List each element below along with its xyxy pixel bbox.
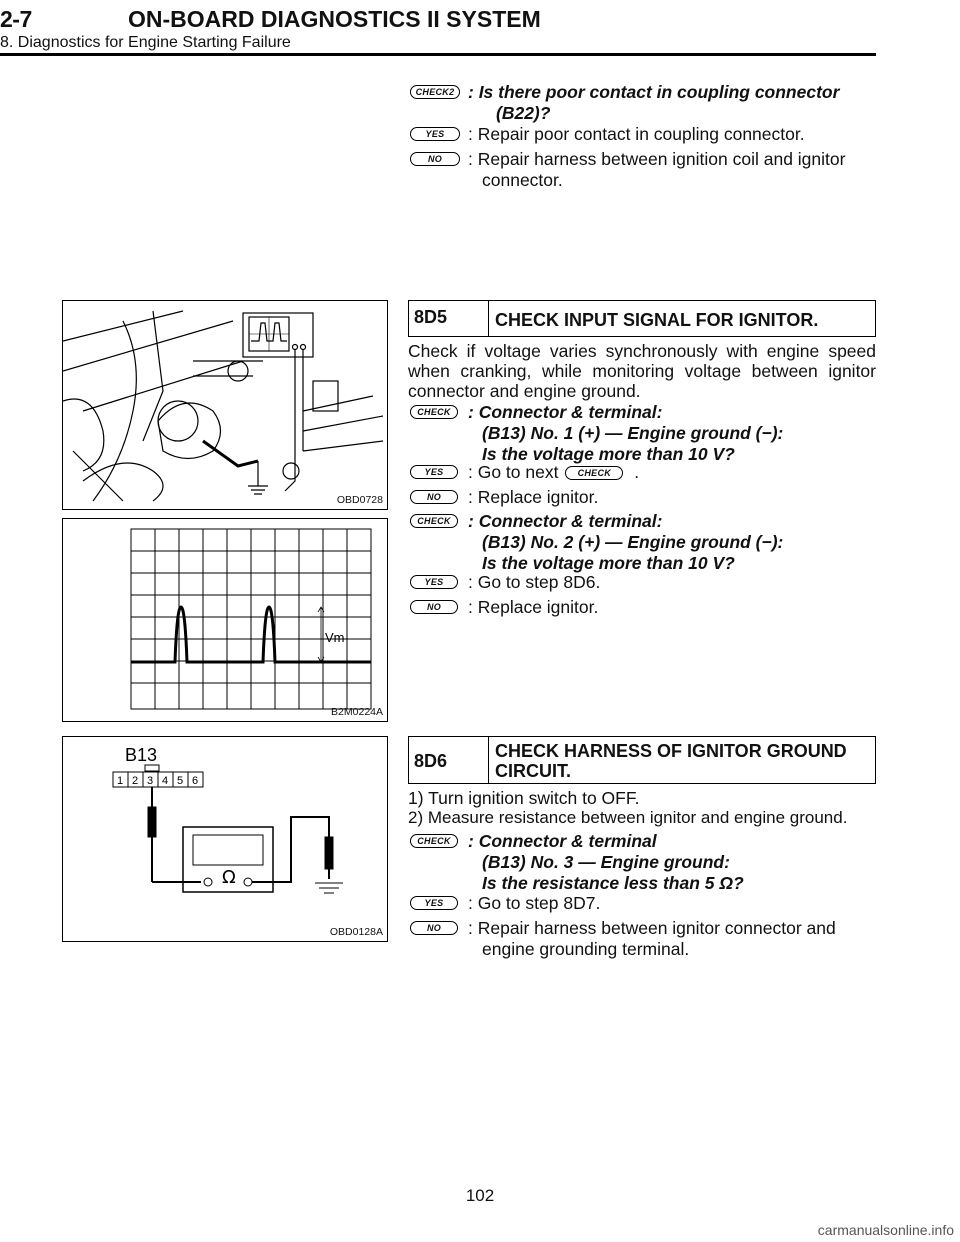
step-8d5-number: 8D5 bbox=[409, 301, 489, 336]
yes3-step-ref: 8D7 bbox=[563, 893, 596, 913]
waveform-vm-label: Vm bbox=[325, 630, 345, 645]
no-badge: NO bbox=[410, 921, 458, 935]
yes2-text: : Go to step 8D6. bbox=[468, 572, 880, 593]
check3-line1: : Connector & terminal bbox=[468, 831, 657, 851]
connector-ohmmeter-illustration: B13 1 2 3 4 5 6 Ω OBD0128A bbox=[62, 736, 388, 942]
step-8d5-no2: NO : Replace ignitor. bbox=[410, 597, 880, 619]
check2-question: : Is there poor contact in coupling conn… bbox=[468, 82, 880, 124]
step-8d6-check: CHECK : Connector & terminal (B13) No. 3… bbox=[410, 831, 880, 893]
step-8d6-number: 8D6 bbox=[409, 737, 489, 783]
check3-text: : Connector & terminal (B13) No. 3 — Eng… bbox=[468, 831, 880, 894]
check3-line2: (B13) No. 3 — Engine ground: bbox=[482, 852, 730, 872]
step-8d5-no1: NO : Replace ignitor. bbox=[410, 487, 880, 509]
no-badge: NO bbox=[410, 152, 460, 166]
connector-ohmmeter-drawing: B13 1 2 3 4 5 6 Ω bbox=[112, 745, 343, 894]
header-rule bbox=[0, 53, 876, 56]
yes-item: YES : Repair poor contact in coupling co… bbox=[410, 124, 880, 146]
yes2-step-ref: 8D6 bbox=[563, 572, 596, 592]
pin-3: 3 bbox=[147, 775, 153, 787]
step-8d5-yes1: YES : Go to next CHECK . bbox=[410, 462, 880, 484]
check1-line3: Is the voltage more than 10 V? bbox=[482, 444, 735, 464]
check2b-text: : Connector & terminal: (B13) No. 2 (+) … bbox=[468, 511, 880, 574]
check-badge: CHECK bbox=[410, 834, 458, 848]
check-badge: CHECK bbox=[410, 514, 458, 528]
figure3-caption: OBD0128A bbox=[329, 926, 383, 938]
section-number: 2-7 bbox=[0, 6, 32, 32]
step-8d5-header: 8D5 CHECK INPUT SIGNAL FOR IGNITOR. bbox=[408, 300, 876, 337]
page-subtitle: 8. Diagnostics for Engine Starting Failu… bbox=[0, 34, 291, 51]
no2-text: : Replace ignitor. bbox=[468, 597, 599, 617]
pin-2: 2 bbox=[132, 775, 138, 787]
check2b-line2: (B13) No. 2 (+) — Engine ground (−): bbox=[482, 532, 784, 552]
no-badge: NO bbox=[410, 490, 458, 504]
ohm-symbol: Ω bbox=[222, 867, 236, 888]
check2b-line1: : Connector & terminal: bbox=[468, 511, 663, 531]
connector-label: B13 bbox=[125, 745, 157, 765]
yes-answer: : Repair poor contact in coupling connec… bbox=[468, 124, 805, 144]
no-line2: connector. bbox=[482, 170, 563, 190]
yes3-text: : Go to step 8D7. bbox=[468, 893, 880, 914]
yes3-suffix: . bbox=[595, 893, 601, 913]
check-badge: CHECK bbox=[410, 405, 458, 419]
no3-line1: : Repair harness between ignitor connect… bbox=[468, 918, 836, 938]
no-line1: : Repair harness between ignition coil a… bbox=[468, 149, 846, 169]
step-8d6-item1: 1) Turn ignition switch to OFF. bbox=[408, 788, 640, 808]
engine-bay-drawing bbox=[63, 310, 384, 502]
yes1-prefix: : Go to next bbox=[468, 462, 559, 482]
step-8d6-yes: YES : Go to step 8D7. bbox=[410, 893, 880, 915]
no1-text: : Replace ignitor. bbox=[468, 487, 599, 507]
check3-line3-unit: Ω? bbox=[719, 873, 744, 893]
check2-line2: (B22)? bbox=[496, 103, 551, 123]
step-8d6-header: 8D6 CHECK HARNESS OF IGNITOR GROUND CIRC… bbox=[408, 736, 876, 784]
yes-badge: YES bbox=[410, 465, 458, 479]
step-8d5-title: CHECK INPUT SIGNAL FOR IGNITOR. bbox=[495, 310, 819, 330]
yes2-prefix: : Go to step bbox=[468, 572, 559, 592]
check2-badge: CHECK2 bbox=[410, 85, 460, 99]
figure2-caption: B2M0224A bbox=[331, 706, 383, 718]
step-8d6-title: CHECK HARNESS OF IGNITOR GROUND CIRCUIT. bbox=[495, 741, 847, 781]
waveform-drawing: Vm bbox=[130, 528, 372, 710]
pin-5: 5 bbox=[177, 775, 183, 787]
check3-line3: Is the resistance less than 5 Ω? bbox=[468, 873, 880, 894]
yes-badge: YES bbox=[410, 127, 460, 141]
connector-pins: 1 2 3 4 5 6 bbox=[117, 775, 198, 787]
yes-badge: YES bbox=[410, 896, 458, 910]
check-inline-badge: CHECK bbox=[565, 466, 624, 481]
yes3-prefix: : Go to step bbox=[468, 893, 559, 913]
step-8d5-check1: CHECK : Connector & terminal: (B13) No. … bbox=[410, 402, 880, 464]
page-title: ON-BOARD DIAGNOSTICS II SYSTEM bbox=[128, 6, 541, 32]
check1-line1: : Connector & terminal: bbox=[468, 402, 663, 422]
page-number: 102 bbox=[465, 1186, 495, 1205]
step-8d5-yes2: YES : Go to step 8D6. bbox=[410, 572, 880, 594]
yes1-suffix: . bbox=[634, 462, 640, 482]
figure1-caption: OBD0728 bbox=[336, 494, 383, 506]
step-8d5-check2: CHECK : Connector & terminal: (B13) No. … bbox=[410, 511, 880, 573]
check2-line1: : Is there poor contact in coupling conn… bbox=[468, 82, 840, 102]
no3-text: : Repair harness between ignitor connect… bbox=[468, 918, 880, 960]
waveform-illustration: Vm B2M0224A bbox=[62, 518, 388, 722]
step-8d5-intro: Check if voltage varies synchronously wi… bbox=[408, 341, 876, 401]
check1-line2: (B13) No. 1 (+) — Engine ground (−): bbox=[482, 423, 784, 443]
no-answer: : Repair harness between ignition coil a… bbox=[468, 149, 880, 191]
step-8d6-item2: 2) Measure resistance between ignitor an… bbox=[408, 808, 848, 827]
check3-line3-text: Is the resistance less than 5 bbox=[482, 873, 715, 893]
yes1-text: : Go to next CHECK . bbox=[468, 462, 880, 483]
no3-line2: engine grounding terminal. bbox=[482, 939, 690, 959]
yes2-suffix: . bbox=[595, 572, 601, 592]
step-8d6-no: NO : Repair harness between ignitor conn… bbox=[410, 918, 880, 962]
engine-bay-illustration: OBD0728 bbox=[62, 300, 388, 510]
no-item: NO : Repair harness between ignition coi… bbox=[410, 149, 880, 193]
watermark: carmanualsonline.info bbox=[817, 1222, 954, 1238]
check1-text: : Connector & terminal: (B13) No. 1 (+) … bbox=[468, 402, 880, 465]
pin-6: 6 bbox=[192, 775, 198, 787]
no-badge: NO bbox=[410, 600, 458, 614]
pin-1: 1 bbox=[117, 775, 123, 787]
check2-item: CHECK2 : Is there poor contact in coupli… bbox=[410, 82, 880, 126]
pin-4: 4 bbox=[162, 775, 168, 787]
check2b-line3: Is the voltage more than 10 V? bbox=[482, 553, 735, 573]
yes-badge: YES bbox=[410, 575, 458, 589]
